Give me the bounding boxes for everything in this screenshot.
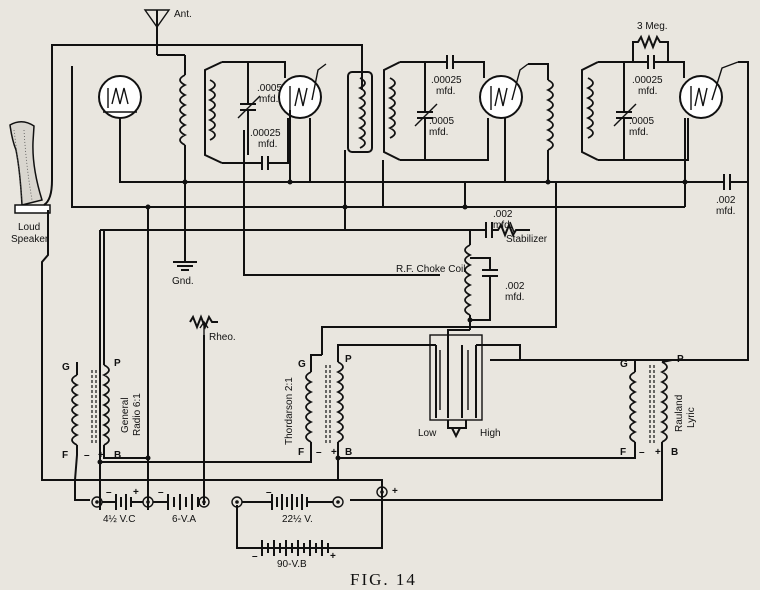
stabilizer-label: Stabilizer (506, 234, 548, 245)
t3-sub: Lyric (686, 407, 697, 428)
cap2-value: .00025 (250, 128, 281, 139)
tuned-circuit-2 (383, 55, 489, 161)
cap1-value: .0005 (257, 83, 282, 94)
battery-b2-plus: + (330, 551, 336, 562)
t2-terminal-plus: + (331, 447, 337, 458)
switch-high-label: High (480, 428, 501, 439)
t2-terminal-p: P (345, 354, 352, 365)
battery-c-minus: – (106, 487, 112, 498)
stabilizer-network (469, 221, 530, 245)
t1-terminal-b: B (114, 450, 121, 461)
t3-terminal-p: P (677, 354, 684, 365)
b-plus-terminal (376, 486, 388, 498)
tuned-circuit-3 (581, 34, 689, 161)
battery-c-plus: + (133, 487, 139, 498)
tuned-circuit-1 (204, 61, 289, 170)
cap2-unit: mfd. (258, 139, 277, 150)
loudspeaker-icon (9, 121, 51, 214)
tube-2-rf (278, 63, 327, 119)
cap5-unit: mfd. (638, 86, 657, 97)
t3-terminal-minus: – (639, 447, 645, 458)
junction-dots (97, 179, 688, 465)
cap9-unit: mfd. (505, 292, 524, 303)
battery-a-label: 6-V.A (172, 514, 196, 525)
loudspeaker-label-line2: Speaker (11, 234, 49, 245)
t1-terminal-p: P (114, 358, 121, 369)
antenna-coupler-coil (179, 74, 188, 255)
resistor-3meg-label: 3 Meg. (637, 21, 668, 32)
battery-b1-label: 22½ V. (282, 514, 313, 525)
t3-name: Rauland (674, 395, 685, 432)
antenna-symbol (143, 9, 186, 75)
rheostat-symbol (189, 314, 218, 505)
t1-name: General (120, 397, 131, 433)
ground-symbol (173, 255, 197, 271)
rheostat-label: Rheo. (209, 332, 236, 343)
interstage-coil-1 (347, 71, 373, 153)
cap9-value: .002 (505, 281, 525, 292)
loudspeaker-label-line1: Loud (18, 222, 40, 233)
cap7-unit: mfd. (716, 206, 735, 217)
t3-terminal-f: F (620, 447, 626, 458)
battery-b2-label: 90-V.B (277, 559, 307, 570)
b-plus-label: + (392, 486, 398, 497)
t2-terminal-minus: – (316, 447, 322, 458)
t1-terminal-f: F (62, 450, 68, 461)
figure-caption: FIG. 14 (350, 570, 417, 589)
battery-b1-minus: – (266, 487, 272, 498)
transformer-rauland (338, 359, 673, 501)
battery-c-label: 4½ V.C (103, 514, 135, 525)
cap3-value: .00025 (431, 75, 462, 86)
ground-label: Gnd. (172, 276, 194, 287)
antenna-label: Ant. (174, 9, 192, 20)
choke-label: R.F. Choke Coil (396, 264, 465, 275)
interstage-coil-2 (528, 63, 554, 158)
output-jack-switch (429, 329, 672, 439)
transformer-thordarson (100, 344, 436, 480)
t1-terminal-g: G (62, 362, 70, 373)
t1-terminal-plus: + (98, 450, 104, 461)
tube-1-detector (98, 75, 142, 119)
tube-4-detector (679, 61, 739, 119)
cap4-unit: mfd. (429, 127, 448, 138)
cap5-value: .00025 (632, 75, 663, 86)
t1-ratio: Radio 6:1 (132, 393, 143, 436)
rf-choke-coil (464, 244, 498, 330)
battery-b2-minus: – (252, 551, 258, 562)
t2-terminal-b: B (345, 447, 352, 458)
t3-terminal-plus: + (655, 447, 661, 458)
switch-low-label: Low (418, 428, 437, 439)
battery-a-minus: – (158, 487, 164, 498)
battery-c (91, 494, 154, 510)
battery-b1 (231, 494, 344, 510)
cap8-value: .002 (493, 209, 513, 220)
t2-terminal-f: F (298, 447, 304, 458)
cap6-value: .0005 (629, 116, 654, 127)
t2-terminal-g: G (298, 359, 306, 370)
cap3-unit: mfd. (436, 86, 455, 97)
cap1-unit: mfd. (259, 94, 278, 105)
transformer-general-radio (71, 230, 148, 481)
speaker-leads (41, 44, 363, 481)
t1-terminal-minus: – (84, 450, 90, 461)
tube-3-rf (479, 63, 529, 119)
cap6-unit: mfd. (629, 127, 648, 138)
cap7-value: .002 (716, 195, 736, 206)
cap8-unit: mfd. (493, 220, 512, 231)
t3-terminal-g: G (620, 359, 628, 370)
battery-a (153, 494, 210, 510)
t3-terminal-b: B (671, 447, 678, 458)
battery-b2 (245, 540, 329, 556)
t2-name: Thordarson 2:1 (284, 377, 295, 445)
cap4-value: .0005 (429, 116, 454, 127)
